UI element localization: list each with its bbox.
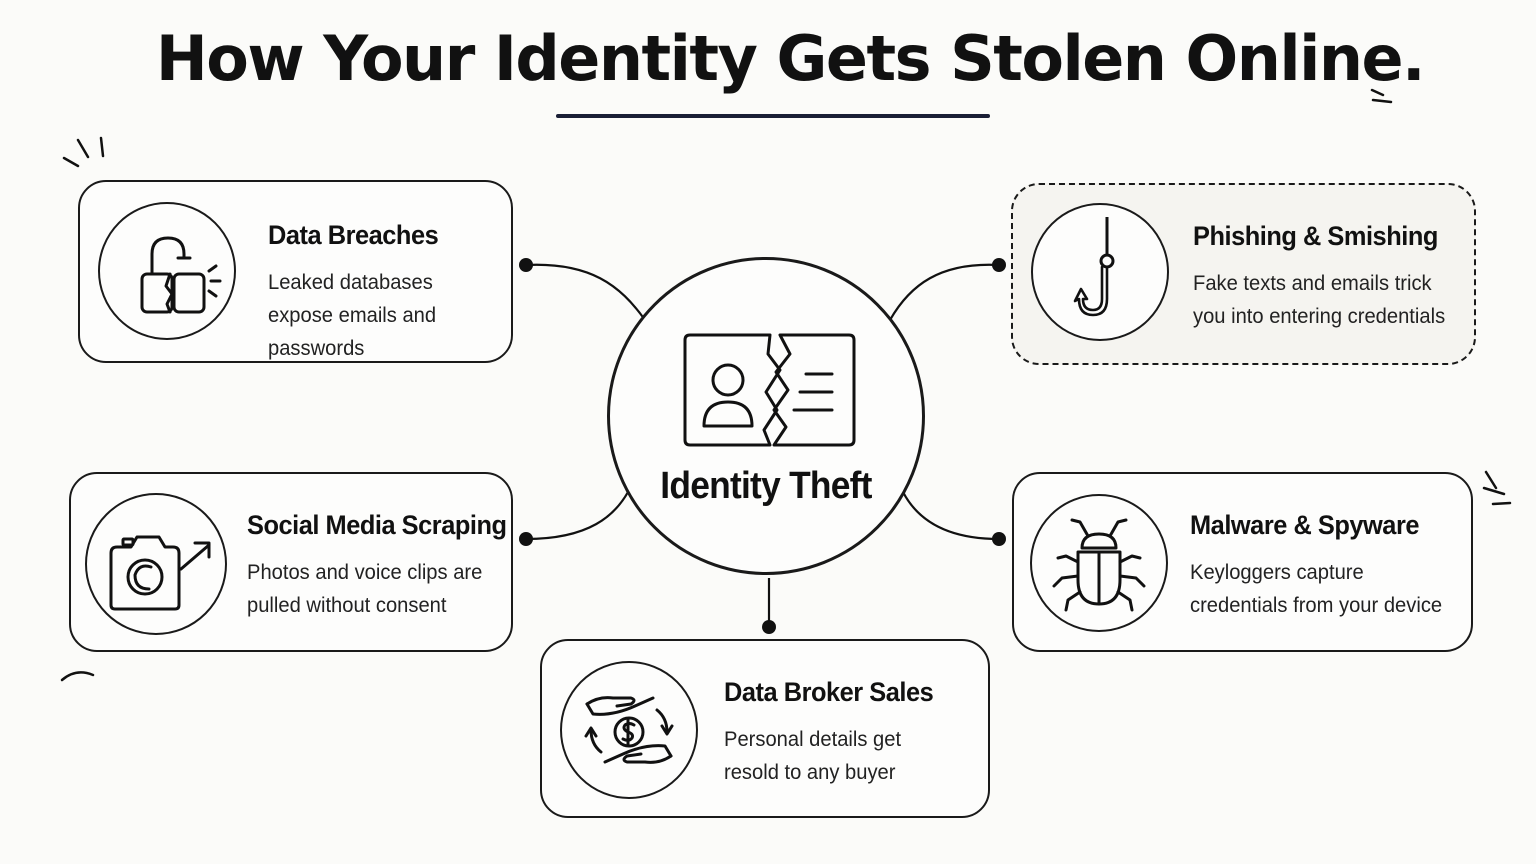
malware-title: Malware & Spyware	[1190, 510, 1420, 540]
broker-desc: Personal details get resold to any buyer	[724, 728, 902, 784]
title-underline	[556, 114, 990, 118]
phishing-desc: Fake texts and emails trick you into ent…	[1193, 272, 1446, 328]
breaches-icon-ring	[98, 202, 236, 340]
phishing-title: Phishing & Smishing	[1193, 221, 1438, 251]
card-data-breaches: Data Breaches Leaked databases expose em…	[78, 180, 513, 363]
breaches-desc: Leaked databases expose emails and passw…	[268, 271, 437, 360]
broker-connector-dot	[762, 620, 776, 634]
social-connector-dot	[519, 532, 533, 546]
card-phishing: Phishing & Smishing Fake texts and email…	[1011, 183, 1476, 365]
malware-desc: Keyloggers capture credentials from your…	[1190, 561, 1443, 617]
social-icon-ring	[85, 493, 227, 635]
malware-icon-ring	[1030, 494, 1168, 632]
connector-phishing	[889, 263, 1000, 321]
camera-icon	[109, 535, 211, 611]
social-desc: Photos and voice clips are pulled withou…	[247, 561, 483, 617]
hub-identity-theft: Identity Theft	[607, 257, 925, 575]
card-social-media-scraping: Social Media Scraping Photos and voice c…	[69, 472, 513, 652]
breaches-title: Data Breaches	[268, 220, 439, 250]
broken-id-card-icon	[683, 333, 856, 447]
bug-icon	[1052, 518, 1146, 612]
broker-icon-ring	[560, 661, 698, 799]
connector-breaches	[525, 263, 646, 321]
broker-title: Data Broker Sales	[724, 677, 934, 707]
card-data-broker-sales: Data Broker Sales Personal details get r…	[540, 639, 990, 818]
fishing-hook-icon	[1073, 217, 1115, 317]
social-title: Social Media Scraping	[247, 510, 507, 540]
money-exchange-icon	[584, 696, 674, 764]
connector-social	[525, 491, 629, 541]
breaches-connector-dot	[519, 258, 533, 272]
page-title: How Your Identity Gets Stolen Online.	[155, 22, 1426, 95]
malware-connector-dot	[992, 532, 1006, 546]
connector-malware	[902, 491, 1000, 541]
phishing-connector-dot	[992, 258, 1006, 272]
hub-label: Identity Theft	[660, 465, 872, 507]
broken-padlock-icon	[140, 236, 222, 314]
card-malware-spyware: Malware & Spyware Keyloggers capture cre…	[1012, 472, 1473, 652]
phishing-icon-ring	[1031, 203, 1169, 341]
